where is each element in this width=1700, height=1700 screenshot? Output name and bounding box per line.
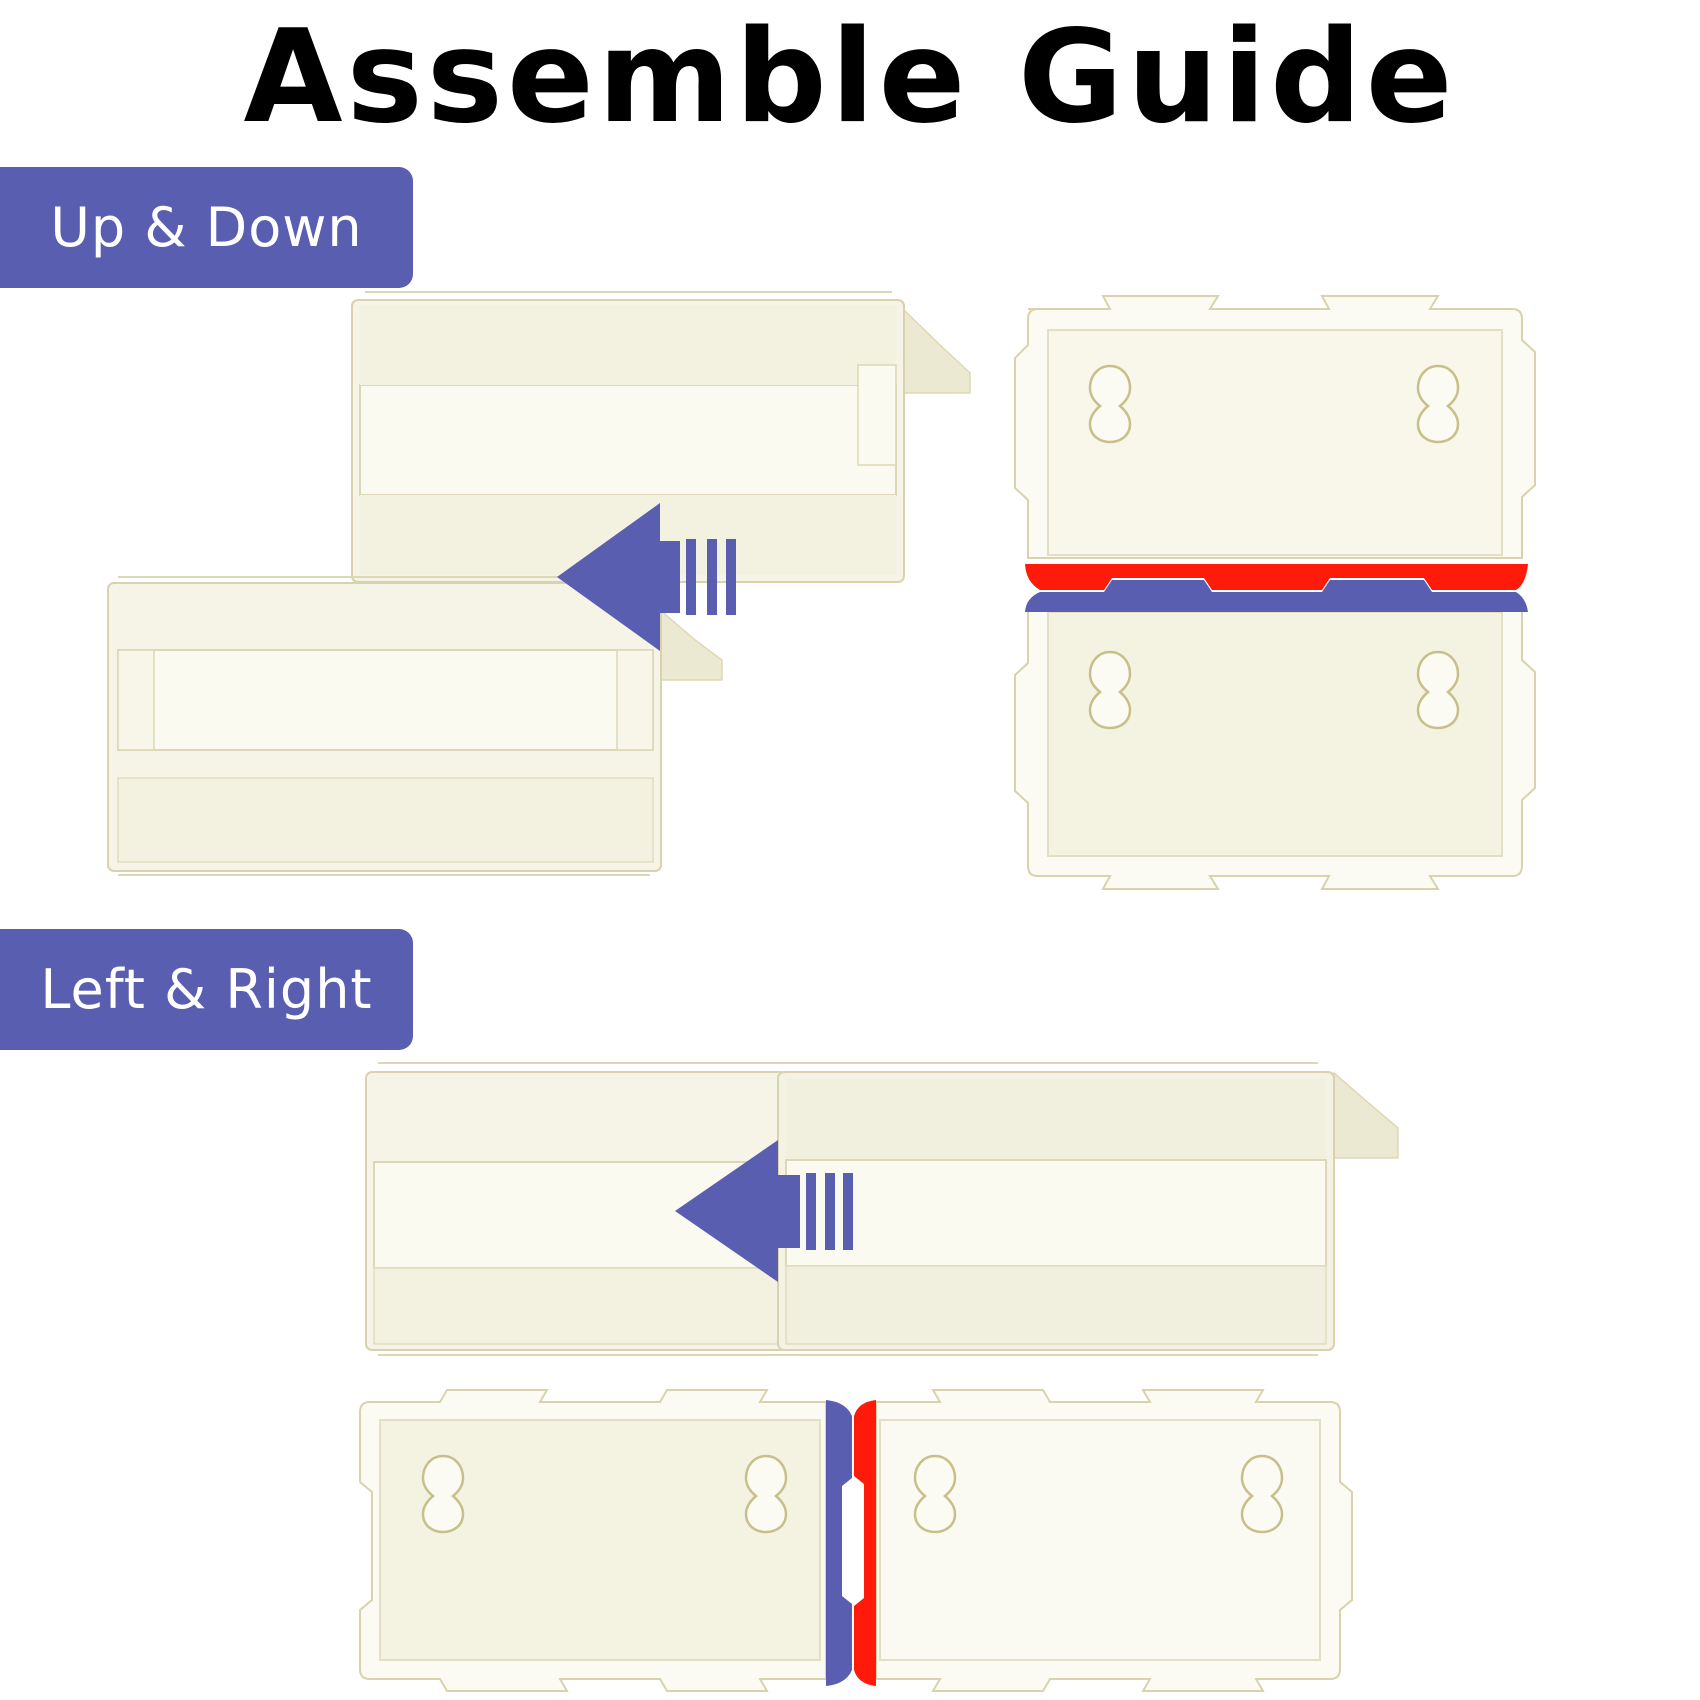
section-badge-left-right: Left & Right [0,929,413,1050]
keyhole-icon [744,1454,788,1534]
keyhole-icon [1088,650,1132,730]
keyhole-icon [1416,650,1460,730]
keyhole-icon [1240,1454,1284,1534]
wall-plate-left [359,1389,827,1692]
arrow-left-icon [557,503,736,651]
joint-highlight-vertical [826,1400,876,1686]
keyhole-icon [1088,364,1132,444]
shelf-rear-upper [351,291,971,583]
keyhole-icon [421,1454,465,1534]
shelf-right-panel [777,1071,1399,1351]
keyhole-icon [1416,364,1460,444]
wall-plate-top [1014,295,1536,559]
shelf-front-lower [107,576,723,876]
arrow-left-icon [675,1140,853,1282]
page-title: Assemble Guide [243,3,1457,152]
keyhole-icon [913,1454,957,1534]
wall-plate-right [875,1389,1353,1692]
wall-plate-bottom [1014,603,1536,890]
section-badge-up-down: Up & Down [0,167,413,288]
joint-highlight-horizontal [1025,564,1528,612]
